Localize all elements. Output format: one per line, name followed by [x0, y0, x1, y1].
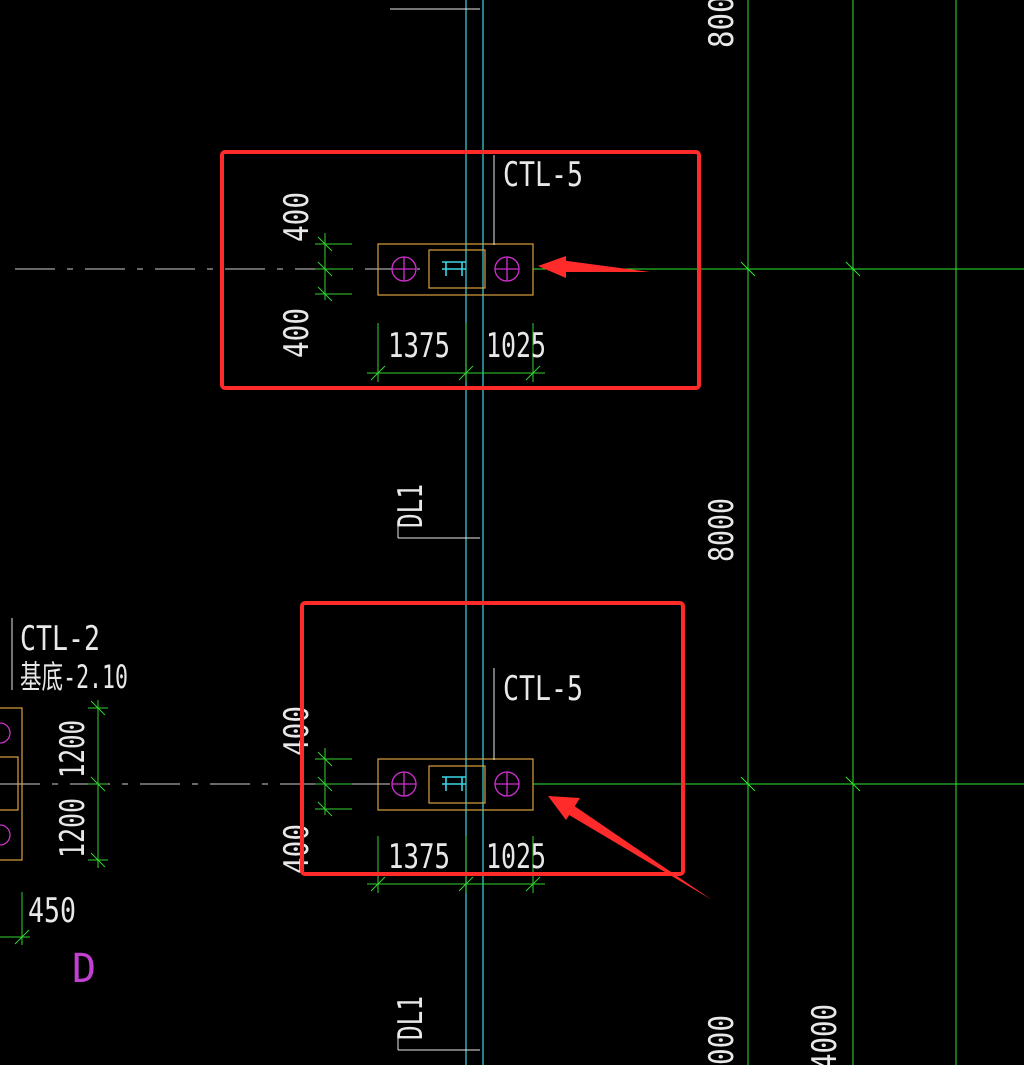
dimension-lines-c	[0, 700, 108, 945]
dim-b-up: 400	[277, 706, 317, 756]
pile-circle	[0, 824, 11, 846]
dim-b-left: 1375	[388, 837, 450, 877]
dim-a-down: 400	[277, 308, 317, 358]
pile-circle	[391, 771, 417, 797]
dim-c-up: 1200	[53, 720, 93, 778]
dim-c-down: 1200	[53, 798, 93, 858]
pile-circle	[391, 256, 417, 282]
highlight-box-lower	[300, 601, 685, 876]
beam-label-1: DL1	[391, 484, 431, 528]
pile-cap-outline	[377, 758, 534, 811]
pile-cap-a[interactable]	[377, 155, 534, 296]
cap-c-base-label: 基底-2.10	[20, 658, 128, 696]
cap-a-name-label: CTL-5	[503, 155, 583, 195]
column-outline	[428, 765, 486, 804]
beam-label-leaders	[397, 524, 480, 1051]
highlight-box-upper	[220, 150, 701, 390]
column-outline	[428, 249, 486, 289]
cap-b-name-label: CTL-5	[503, 669, 583, 709]
span-top-label: 8000	[702, 0, 742, 48]
text-labels: CTL-5 CTL-5 CTL-2 基底-2.10 D 1375 1025 13…	[20, 0, 845, 1065]
column-outline	[0, 756, 19, 811]
span-bottom-right-label: 4000	[805, 1004, 845, 1065]
axis-d-label: D	[72, 946, 96, 992]
dim-c-width: 450	[28, 891, 76, 931]
dimension-lines-b	[315, 748, 545, 893]
pile-cap-b[interactable]	[377, 668, 534, 811]
span-mid-label: 8000	[702, 498, 742, 562]
dimension-lines-a	[315, 233, 545, 382]
cap-c-name-label: CTL-2	[20, 619, 100, 659]
highlight-annotations	[220, 150, 712, 900]
pile-circle	[494, 771, 520, 797]
pile-circle	[494, 256, 520, 282]
dim-a-left: 1375	[388, 326, 450, 366]
column-mark	[442, 776, 466, 791]
dim-a-right: 1025	[486, 326, 546, 366]
dim-b-down: 400	[277, 824, 317, 874]
grid-ticks	[740, 261, 861, 792]
pile-cap-c[interactable]	[0, 618, 23, 861]
pile-cap-outline	[377, 243, 534, 296]
span-bottom-label: 000	[702, 1015, 742, 1065]
column-mark	[442, 261, 466, 276]
beam-label-2: DL1	[391, 996, 431, 1040]
dim-b-right: 1025	[486, 837, 546, 877]
dim-a-up: 400	[277, 192, 317, 242]
pile-circle	[0, 722, 11, 744]
red-arrow-lower	[548, 796, 712, 900]
pile-cap-outline	[0, 707, 23, 861]
red-arrow-upper	[538, 256, 650, 278]
